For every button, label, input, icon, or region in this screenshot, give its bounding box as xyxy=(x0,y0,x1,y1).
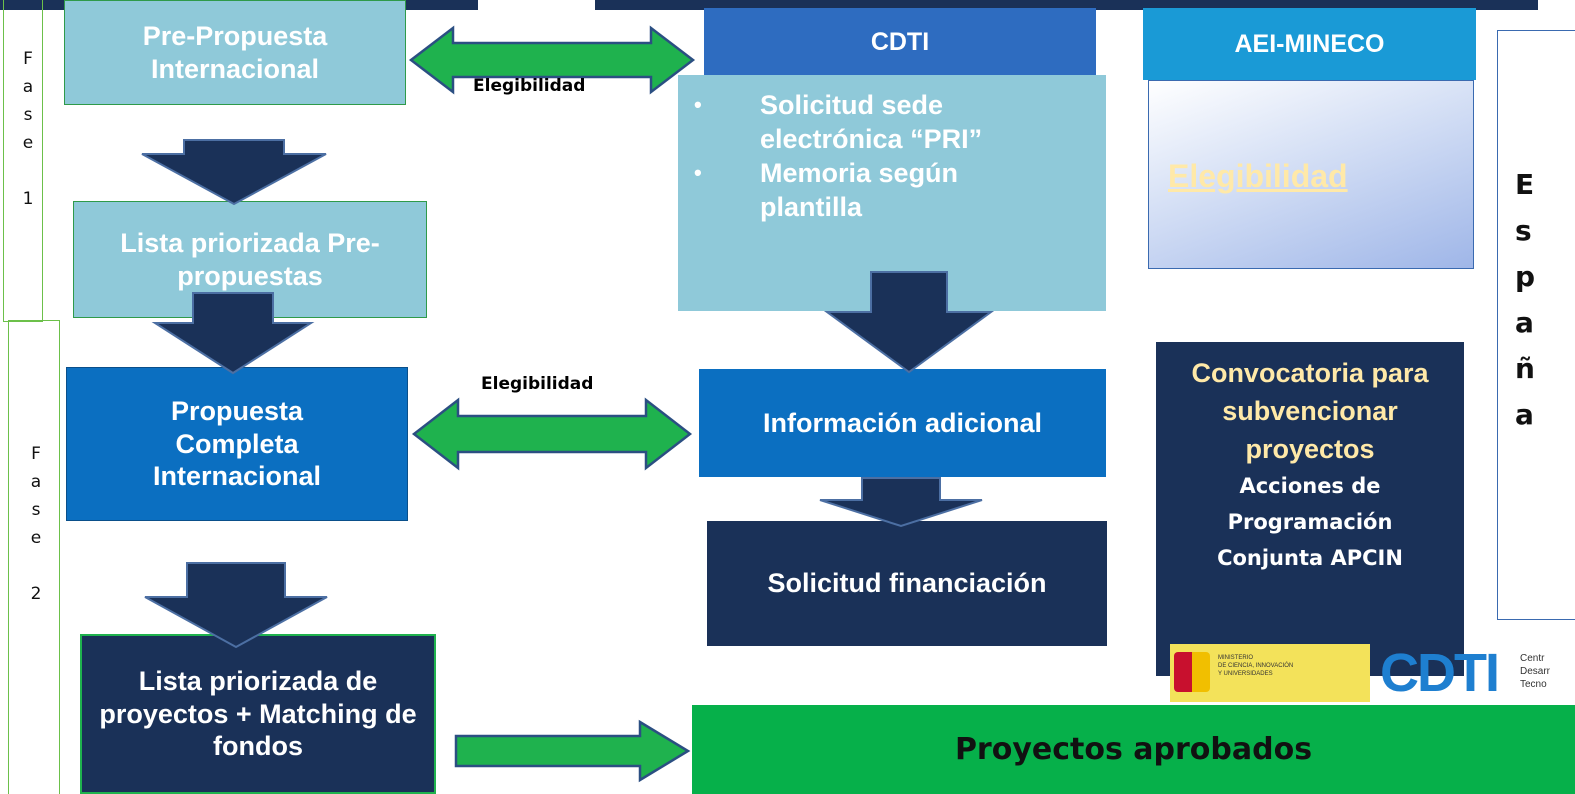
spain-letter: ñ xyxy=(1515,352,1535,385)
arrow-label-top: Elegibilidad xyxy=(473,76,586,96)
phase-2-char: e xyxy=(30,528,42,548)
lista-pre-text: Lista priorizada Pre-propuestas xyxy=(120,228,380,291)
double-arrow-middle xyxy=(411,397,693,471)
cdti-bullet-1-text: Solicitud sede electrónica “PRI” xyxy=(760,90,983,154)
ministry-line: Y UNIVERSIDADES xyxy=(1218,671,1273,677)
spain-letter: a xyxy=(1515,398,1534,431)
convocatoria-subtitle: Acciones de Programación Conjunta APCIN xyxy=(1217,474,1403,570)
ministry-line: DE CIENCIA, INNOVACIÓN xyxy=(1218,663,1294,669)
phase-1-bracket xyxy=(3,0,43,322)
proyectos-aprobados-text: Proyectos aprobados xyxy=(954,731,1313,767)
cdti-bullet-item: • Memoria según plantilla xyxy=(694,156,1094,224)
convocatoria-box: Convocatoria para subvencionar proyectos… xyxy=(1156,342,1464,676)
top-banner-right xyxy=(595,0,1538,10)
cdti-logo: CDTI Centr Desarr Tecno xyxy=(1380,640,1550,706)
cdti-logo-mark: CDTI xyxy=(1380,643,1500,703)
phase-1-char: F xyxy=(23,49,33,69)
phase-2-char: 2 xyxy=(30,584,42,604)
phase-2-char: a xyxy=(30,472,42,492)
proyectos-aprobados-box: Proyectos aprobados xyxy=(692,705,1575,794)
down-arrow-5 xyxy=(819,477,983,528)
phase-1-char: a xyxy=(22,77,34,97)
phase-1-char: e xyxy=(22,133,34,153)
aei-header-text: AEI-MINECO xyxy=(1234,30,1385,58)
phase-2-char xyxy=(26,552,46,580)
cdti-header-text: CDTI xyxy=(870,28,930,56)
phase-1-char xyxy=(18,157,38,185)
spain-vertical-label: E s p a ñ a xyxy=(1515,162,1535,438)
phase-2-label: F a s e 2 xyxy=(26,440,46,608)
spain-letter: p xyxy=(1515,260,1536,293)
cdti-logo-side-text: Centr Desarr Tecno xyxy=(1520,652,1550,691)
cdti-header: CDTI xyxy=(704,8,1096,76)
down-arrow-1 xyxy=(141,139,327,206)
info-adicional-text: Información adicional xyxy=(762,407,1043,438)
spain-letter: s xyxy=(1515,214,1532,247)
bullet-dot: • xyxy=(694,160,702,185)
down-arrow-4 xyxy=(823,271,995,374)
lista-proyectos-box: Lista priorizada de proyectos + Matching… xyxy=(80,634,436,794)
cdti-bullet-2-text: Memoria según plantilla xyxy=(760,158,959,222)
arrow-label-middle: Elegibilidad xyxy=(481,374,594,394)
pre-propuesta-text: Pre-Propuesta Internacional xyxy=(142,21,328,84)
info-adicional-box: Información adicional xyxy=(699,369,1106,477)
propuesta-completa-text: Propuesta Completa Internacional xyxy=(152,396,322,492)
cdti-side-line: Centr xyxy=(1520,653,1545,664)
aei-header: AEI-MINECO xyxy=(1143,8,1476,80)
aei-elegibilidad-link[interactable]: Elegibilidad xyxy=(1168,158,1348,195)
phase-2-char: F xyxy=(31,444,41,464)
ministry-text: MINISTERIO DE CIENCIA, INNOVACIÓN Y UNIV… xyxy=(1218,654,1293,678)
down-arrow-3 xyxy=(144,562,328,649)
phase-1-label: F a s e 1 xyxy=(18,45,38,213)
phase-1-char: 1 xyxy=(22,189,34,209)
solicitud-financiacion-text: Solicitud financiación xyxy=(767,568,1047,599)
spain-letter: a xyxy=(1515,306,1534,339)
convocatoria-title: Convocatoria para subvencionar proyectos xyxy=(1191,358,1429,464)
aei-elegibilidad-text: Elegibilidad xyxy=(1168,158,1348,194)
spain-box xyxy=(1497,30,1575,620)
cdti-bullet-list: • Solicitud sede electrónica “PRI” • Mem… xyxy=(694,88,1094,224)
bullet-dot: • xyxy=(694,92,702,117)
aei-elegibilidad-box xyxy=(1148,80,1474,269)
double-arrow-top xyxy=(408,25,696,95)
ministry-logo: MINISTERIO DE CIENCIA, INNOVACIÓN Y UNIV… xyxy=(1170,644,1370,702)
cdti-side-line: Tecno xyxy=(1520,679,1547,690)
phase-1-char: s xyxy=(23,105,33,125)
right-arrow-bottom xyxy=(454,719,691,783)
propuesta-completa-box: Propuesta Completa Internacional xyxy=(66,367,408,521)
lista-proyectos-text: Lista priorizada de proyectos + Matching… xyxy=(99,666,417,762)
pre-propuesta-box: Pre-Propuesta Internacional xyxy=(64,0,406,105)
cdti-bullet-item: • Solicitud sede electrónica “PRI” xyxy=(694,88,1094,156)
solicitud-financiacion-box: Solicitud financiación xyxy=(707,521,1107,646)
spain-letter: E xyxy=(1515,168,1535,201)
cdti-side-line: Desarr xyxy=(1520,666,1551,677)
phase-2-char: s xyxy=(31,500,41,520)
down-arrow-2 xyxy=(151,292,315,375)
phase-2-bracket xyxy=(8,320,60,794)
ministry-line: MINISTERIO xyxy=(1218,655,1254,661)
spain-shield-icon xyxy=(1174,652,1210,692)
